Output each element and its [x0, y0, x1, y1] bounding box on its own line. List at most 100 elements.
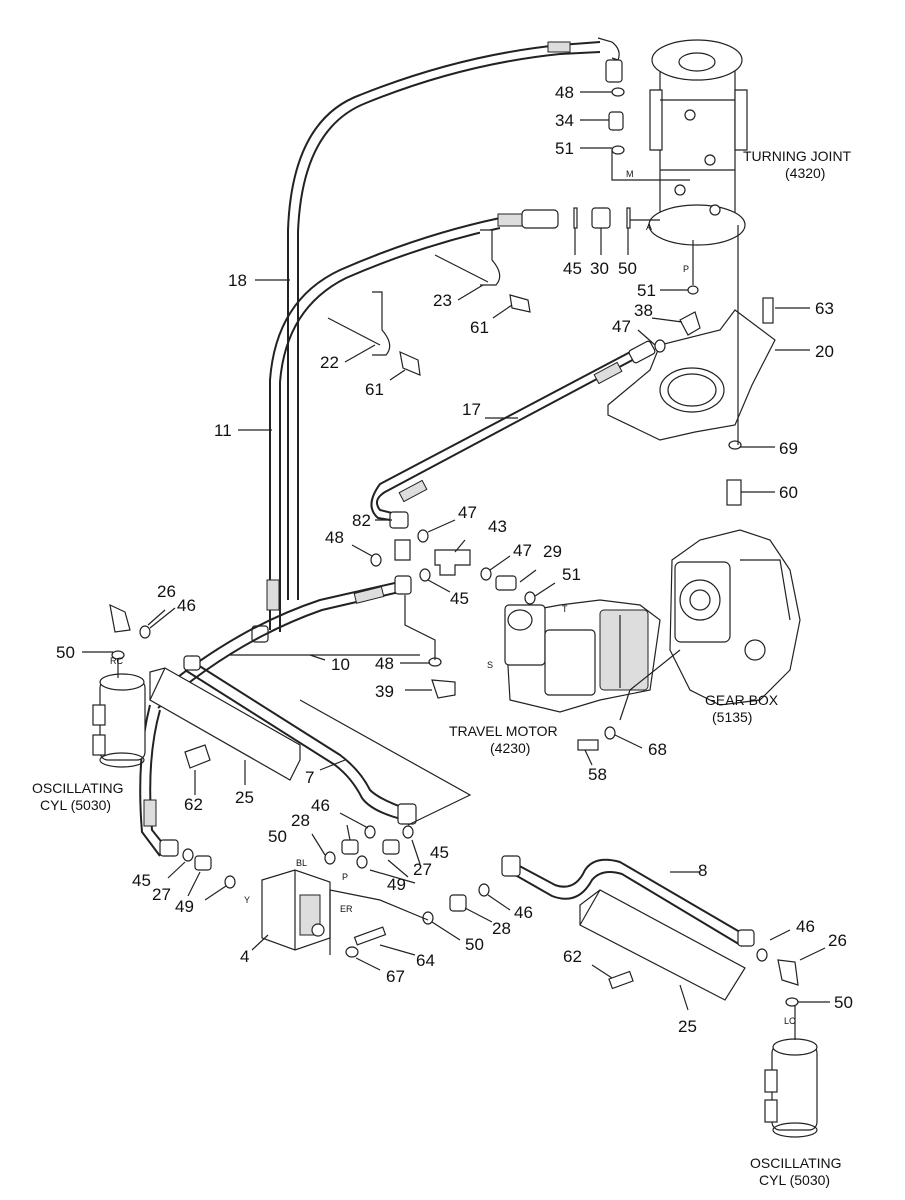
callout-50: 50 [834, 993, 853, 1012]
hose-17 [370, 340, 656, 529]
cover-plate-25a [149, 667, 301, 781]
callout-27: 27 [152, 885, 171, 904]
callout-47: 47 [612, 317, 631, 336]
callout-22: 22 [320, 353, 339, 372]
port-T: T [562, 604, 568, 614]
callout-45: 45 [132, 871, 151, 890]
cover-plate-25b [579, 889, 746, 1001]
port-A: A [646, 222, 652, 232]
callout-46: 46 [311, 796, 330, 815]
callout-47: 47 [513, 541, 532, 560]
label-gear-box: GEAR BOX [705, 692, 779, 708]
callout-62: 62 [184, 795, 203, 814]
callout-50: 50 [465, 935, 484, 954]
callout-27: 27 [413, 860, 432, 879]
callout-82: 82 [352, 511, 371, 530]
callout-51: 51 [562, 565, 581, 584]
callout-8: 8 [698, 861, 707, 880]
callout-46: 46 [796, 917, 815, 936]
callout-48: 48 [375, 654, 394, 673]
callout-67: 67 [386, 967, 405, 986]
callout-49: 49 [175, 897, 194, 916]
component-labels: TURNING JOINT (4320) TRAVEL MOTOR (4230)… [32, 148, 852, 1188]
callout-45: 45 [563, 259, 582, 278]
callout-46: 46 [177, 596, 196, 615]
hose-11 [251, 209, 559, 643]
label-travel-motor: TRAVEL MOTOR [449, 723, 558, 739]
port-labels: M A P T S RC LC BL P ER Y [110, 169, 796, 1026]
leader-lines [82, 91, 830, 1040]
fittings [109, 87, 799, 1007]
callout-28: 28 [492, 919, 511, 938]
callout-60: 60 [779, 483, 798, 502]
oscillating-cylinder-left [92, 673, 146, 768]
callout-25: 25 [235, 788, 254, 807]
gear-box-5135 [669, 529, 801, 706]
callout-47: 47 [458, 503, 477, 522]
port-ER: ER [340, 904, 353, 914]
oscillating-cylinder-right [764, 1038, 818, 1138]
callout-51: 51 [637, 281, 656, 300]
pipe-8 [501, 855, 755, 947]
callout-26: 26 [157, 582, 176, 601]
callout-61: 61 [470, 318, 489, 337]
clamp-23 [434, 229, 501, 286]
callout-45: 45 [450, 589, 469, 608]
callout-39: 39 [375, 682, 394, 701]
callout-34: 34 [555, 111, 574, 130]
callout-61: 61 [365, 380, 384, 399]
label-gear-box-code: (5135) [712, 709, 752, 725]
callout-58: 58 [588, 765, 607, 784]
callout-69: 69 [779, 439, 798, 458]
callout-43: 43 [488, 517, 507, 536]
callout-49: 49 [387, 875, 406, 894]
label-oscillating-cyl-left-code: CYL (5030) [40, 797, 111, 813]
callout-17: 17 [462, 400, 481, 419]
travel-motor-4230 [504, 599, 661, 713]
callout-20: 20 [815, 342, 834, 361]
callout-68: 68 [648, 740, 667, 759]
callout-10: 10 [331, 655, 350, 674]
callout-48: 48 [555, 83, 574, 102]
label-turning-joint-code: (4320) [785, 165, 825, 181]
callout-63: 63 [815, 299, 834, 318]
port-LC: LC [784, 1016, 796, 1026]
port-BL: BL [296, 858, 307, 868]
port-M: M [626, 169, 634, 179]
callout-64: 64 [416, 951, 435, 970]
hose-11-lower [139, 704, 179, 857]
callout-25: 25 [678, 1017, 697, 1036]
callout-26: 26 [828, 931, 847, 950]
callout-50: 50 [268, 827, 287, 846]
callout-28: 28 [291, 811, 310, 830]
callout-23: 23 [433, 291, 452, 310]
label-oscillating-cyl-right: OSCILLATING [750, 1155, 842, 1171]
port-RC: RC [110, 656, 123, 666]
callout-50: 50 [618, 259, 637, 278]
callout-45: 45 [430, 843, 449, 862]
callout-30: 30 [590, 259, 609, 278]
hose-18 [287, 37, 623, 600]
clamp-22 [327, 291, 391, 356]
callout-11: 11 [214, 421, 232, 440]
callout-50: 50 [56, 643, 75, 662]
callout-62: 62 [563, 947, 582, 966]
callout-48: 48 [325, 528, 344, 547]
port-P-turning-joint: P [683, 264, 689, 274]
port-P-valve: P [342, 872, 348, 882]
port-S: S [487, 660, 493, 670]
label-travel-motor-code: (4230) [490, 740, 530, 756]
callout-29: 29 [543, 542, 562, 561]
valve-block-4 [261, 869, 331, 951]
callout-7: 7 [305, 768, 314, 787]
pipe-7 [183, 655, 417, 825]
callout-18: 18 [228, 271, 247, 290]
label-oscillating-cyl-right-code: CYL (5030) [759, 1172, 830, 1188]
port-Y: Y [244, 895, 250, 905]
turning-joint-4320 [648, 39, 748, 246]
callout-38: 38 [634, 301, 653, 320]
callout-51: 51 [555, 139, 574, 158]
callout-numbers: 18 11 22 61 23 61 48 34 51 45 30 50 51 3… [56, 83, 853, 1036]
bracket-20 [607, 309, 776, 441]
label-turning-joint: TURNING JOINT [743, 148, 852, 164]
